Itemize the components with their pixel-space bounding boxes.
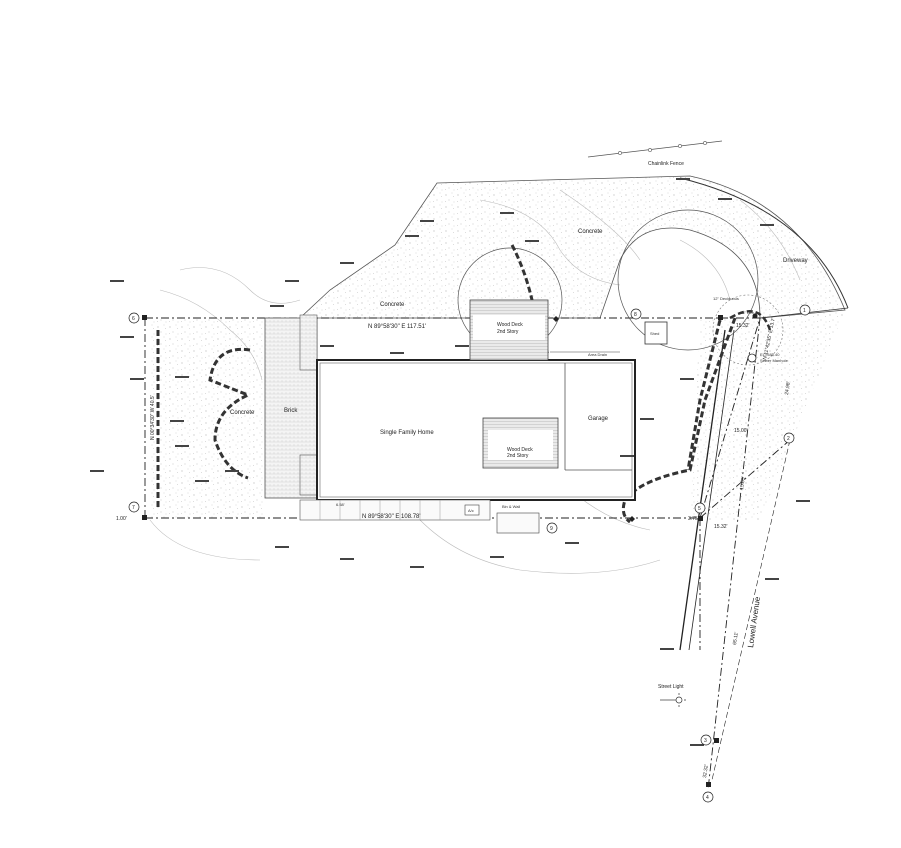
wood-deck-upper-label-2: 2nd Story [497,329,519,335]
driveway-label: Driveway [783,258,808,264]
svg-text:6: 6 [132,316,135,322]
svg-text:9: 9 [550,526,553,532]
r65-label: 65.11' [732,631,740,645]
station-marker-7: 7 [128,501,140,513]
svg-text:4: 4 [706,795,709,801]
area-drain-label: Area Drain [588,352,607,357]
svg-text:3: 3 [704,738,707,744]
front-steps [299,499,491,521]
offset-north-label: 15.32' [736,323,750,329]
concrete-label-north: Concrete [578,229,603,235]
station-marker-9: 9 [546,522,558,534]
sewer-manhole-label: Sewer Manhole [760,358,789,363]
south-bearing-label: N 89°58'30" E 108.78' [362,514,421,520]
ac-label: A/c [468,508,474,513]
chainlink-fence-label: Chainlink Fence [648,161,684,167]
deciduous-label: 12" Deciduous [713,296,739,301]
station-marker-8: 8 [630,308,642,320]
tree-trunk-icon [752,313,758,319]
svg-text:7: 7 [132,505,135,511]
svg-text:5: 5 [698,506,701,512]
street-light-icon [660,693,686,707]
spot-elevations [90,178,810,746]
station-marker-1: 1 [799,304,811,316]
dec-18-label: 18" Dec [740,310,754,315]
wood-deck-upper-label-1: Wood Deck [497,322,523,328]
single-family-home-footprint [316,359,636,501]
svg-text:8: 8 [634,312,637,318]
offset-375-label: 3.75' [688,516,699,522]
station-marker-6: 6 [128,312,140,324]
wood-deck-lower-label-1: Wood Deck [507,447,533,453]
concrete-label-middle: Concrete [380,302,405,308]
tree-canopy-east [617,209,759,351]
r24-label: 24.98' [784,381,792,395]
station-marker-2: 2 [783,432,795,444]
bin-wall [496,512,540,534]
offset-15-label: 15.00' [734,428,748,434]
wood-deck-lower-label-2: 2nd Story [507,453,529,459]
street-light-label: Street Light [658,684,684,690]
r15-label: 15.05' [739,476,747,490]
svg-text:1: 1 [803,308,806,314]
svg-text:2: 2 [787,436,790,442]
corner-monuments [142,315,723,787]
sewer-el-label: EL=585.40 [760,352,780,357]
north-bearing-label: N 89°58'30" E 117.51' [368,324,426,330]
bin-wall-label: Bin & Wall [502,504,520,509]
r3232-label: 32.32' [702,764,710,778]
shed [644,321,668,345]
single-family-home-label: Single Family Home [380,430,434,436]
west-bearing-label: N 00°34'30" W 40.5' [150,395,156,440]
shed-label: Shed [650,331,659,336]
concrete-area-west [150,318,265,518]
concrete-label-west: Concrete [230,410,255,416]
offset-left-label: 1.00' [116,516,127,522]
contour-lines [149,189,801,574]
station-marker-4: 4 [702,791,714,803]
d658-label: 6.58' [336,502,345,507]
lowell-avenue-curb [679,329,791,781]
concrete-area-north [298,175,846,319]
driveway-edge [679,177,849,309]
chainlink-fence [587,140,723,158]
offset-east-label: 15.32' [714,524,728,530]
station-marker-3: 3 [700,734,712,746]
station-marker-5: 5 [694,502,706,514]
driveway-area [690,310,845,520]
ac-unit [464,504,480,516]
lowell-avenue-label: Lowell Avenue [746,596,762,649]
garage-label: Garage [588,416,609,422]
sewer-manhole-icon [747,353,757,363]
tree-canopy-sewer [712,294,784,366]
brick-label: Brick [284,408,298,414]
